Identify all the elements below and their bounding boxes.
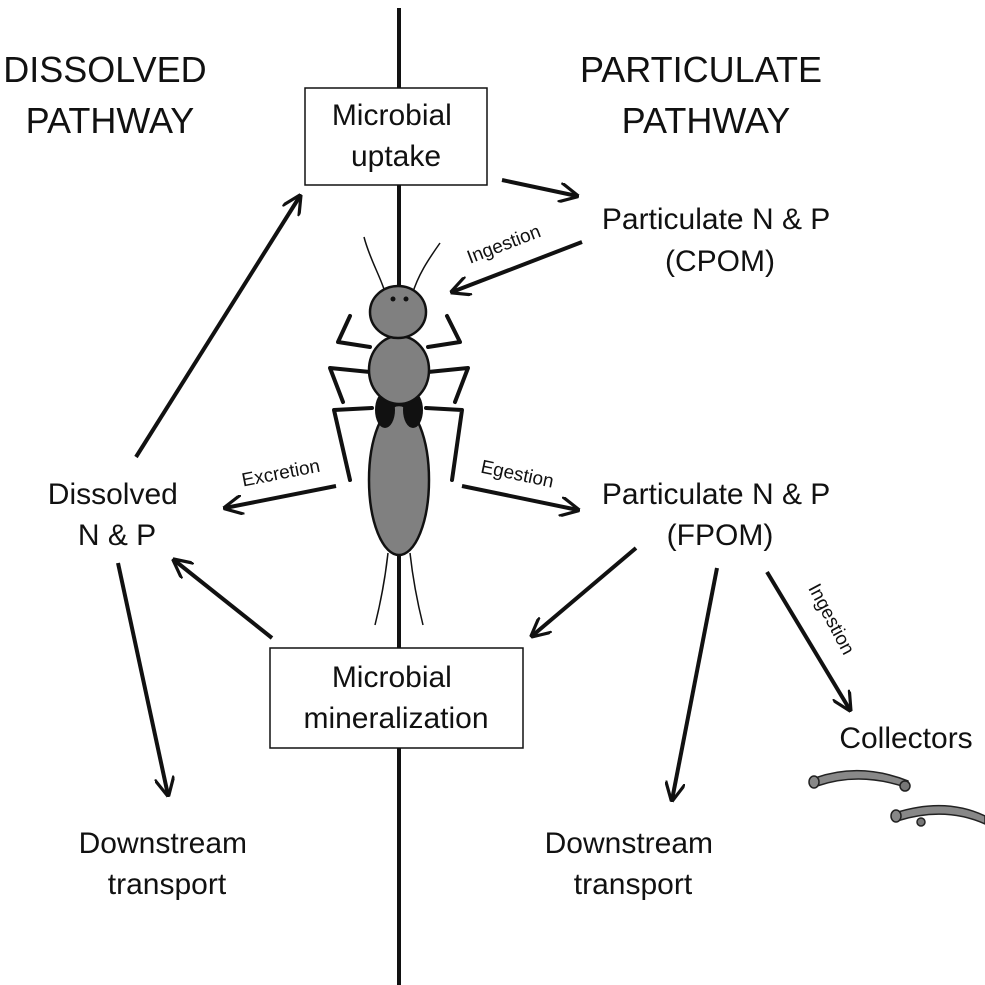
collectors-label: Collectors — [839, 722, 972, 755]
arrow-mineralization-to-dissolved — [174, 560, 274, 640]
arrow-egestion — [461, 484, 578, 510]
microbial-uptake-box: Microbial uptake — [304, 87, 488, 186]
insect-icon — [328, 236, 470, 626]
collector-larva-icon — [808, 770, 911, 792]
microbial-mineralization-box: Microbial mineralization — [269, 647, 524, 749]
downstream-transport-right-label: Downstream transport — [545, 827, 722, 901]
arrow-uptake-to-cpom — [501, 178, 577, 196]
arrow-fpom-downstream — [672, 567, 719, 800]
arrow-dissolved-to-uptake — [134, 196, 300, 459]
excretion-label: Excretion — [240, 456, 322, 492]
collector-larva-icon — [890, 805, 985, 827]
downstream-transport-left-label: Downstream transport — [79, 827, 256, 901]
egestion-label: Egestion — [479, 457, 556, 493]
dissolved-np-label: Dissolved N & P — [48, 478, 186, 552]
dissolved-pathway-heading: DISSOLVED PATHWAY — [3, 49, 216, 141]
particulate-fpom-label: Particulate N & P (FPOM) — [602, 478, 838, 552]
arrow-fpom-to-mineralization — [532, 546, 638, 636]
particulate-cpom-label: Particulate N & P (CPOM) — [602, 203, 838, 278]
arrow-cpom-ingestion — [452, 240, 583, 292]
svg-text:Microbial mineralization: Microbial mineralization — [303, 661, 488, 735]
arrow-dissolved-downstream — [116, 562, 168, 795]
particulate-pathway-heading: PARTICULATE PATHWAY — [580, 49, 832, 141]
arrow-excretion — [225, 484, 337, 508]
svg-text:Microbial uptake: Microbial uptake — [332, 99, 460, 173]
arrow-fpom-to-collectors — [765, 570, 850, 710]
